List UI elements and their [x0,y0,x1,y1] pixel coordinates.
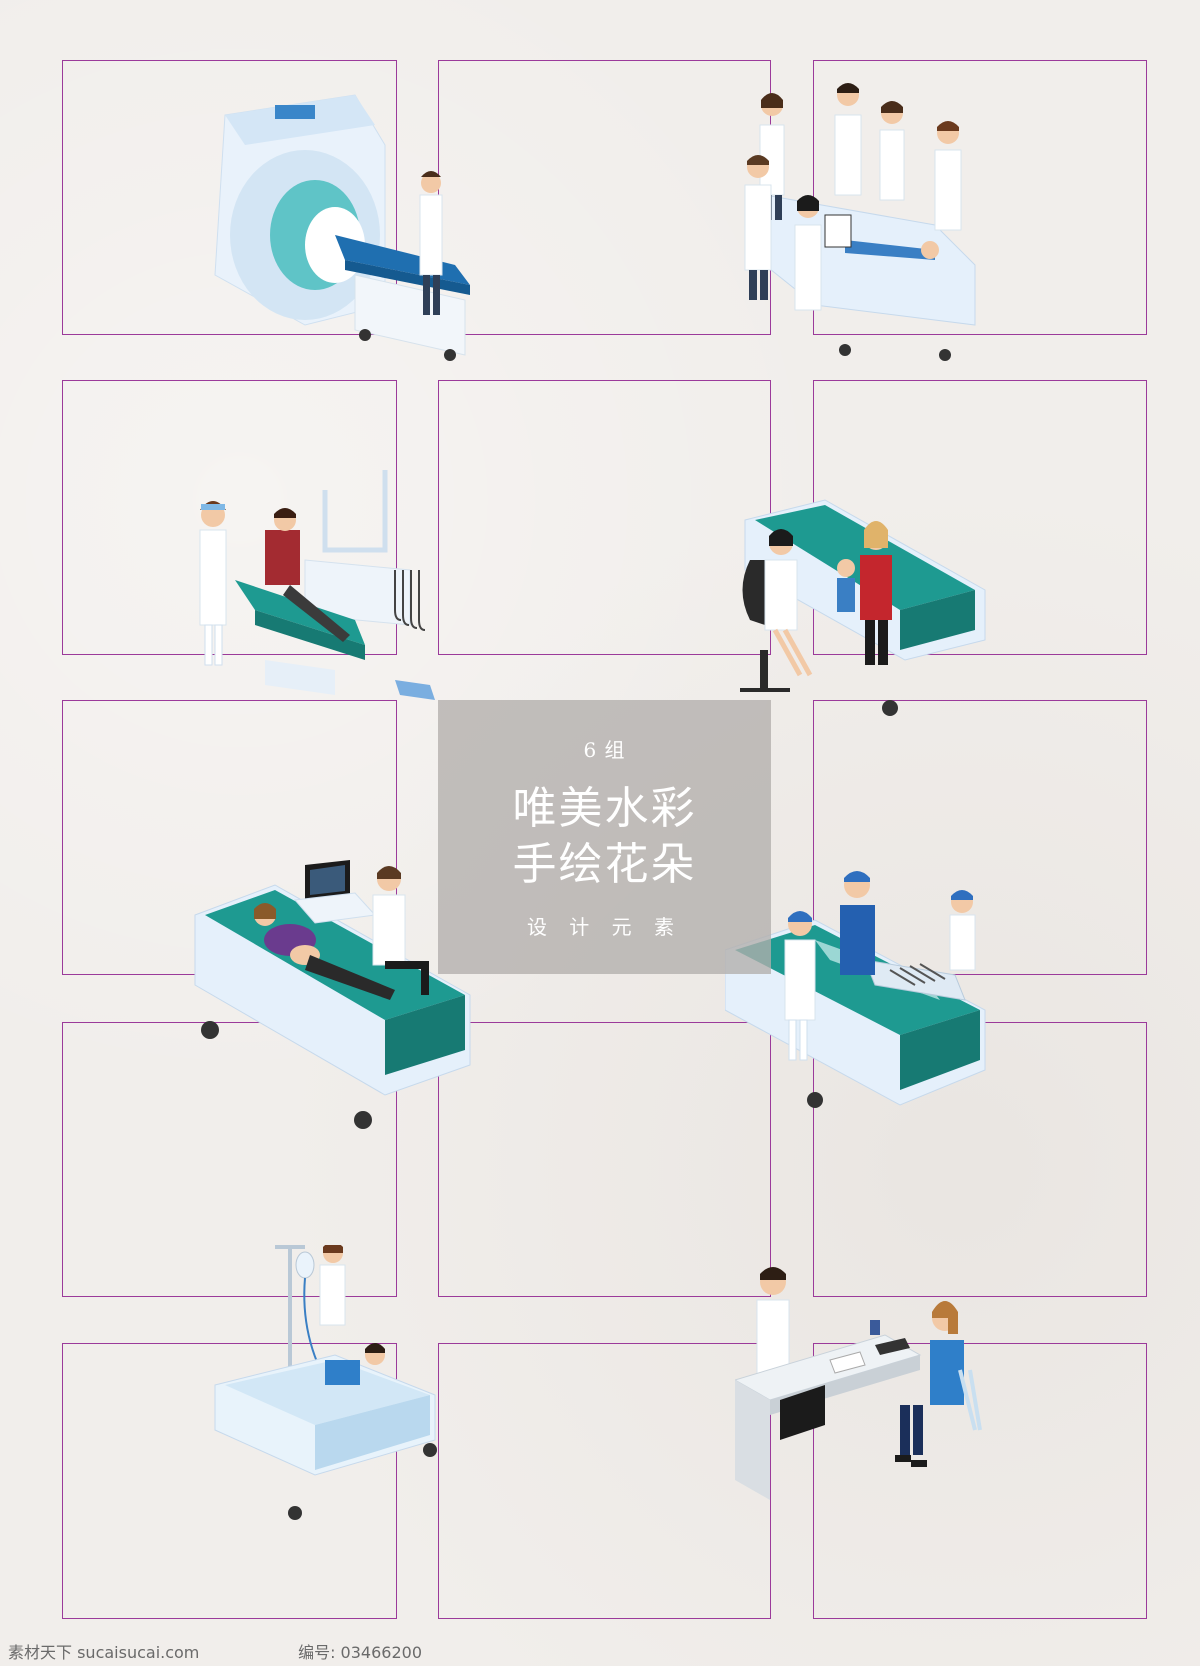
doctor-figure [879,101,905,201]
guide-box [813,1343,1147,1619]
guide-box [813,700,1147,975]
doctor-figure [934,121,962,231]
guide-box [438,60,771,335]
surgery-icon [725,871,986,1108]
guide-box [438,1343,771,1619]
watermark-footer: 素材天下 sucaisucai.com 编号: 03466200 [0,1636,1200,1666]
doctor-figure [834,83,862,196]
stethoscope-icon [740,499,986,716]
doctor-figure [794,195,852,311]
doctor-figure [744,155,772,300]
guide-box [62,380,397,655]
watermark-site: 素材天下 sucaisucai.com [8,1643,200,1662]
guide-box [438,1022,771,1297]
mri-scanner-icon [214,94,470,361]
doctor-figure [759,93,785,220]
iv-drip-icon [214,1245,437,1520]
title-card: 6 组 唯美水彩 手绘花朵 设 计 元 素 [438,700,771,974]
chair [740,650,790,692]
group-count: 6 组 [583,738,626,762]
card-subtitle: 设 计 元 素 [526,915,683,939]
title-line-1: 唯美水彩 [512,783,697,834]
ultrasound-icon [194,860,471,1129]
guide-box [62,1343,397,1619]
watermark-id: 编号: 03466200 [298,1643,422,1662]
guide-box [62,1022,397,1297]
doctor-desk-icon [735,1267,982,1500]
guide-box [62,60,397,335]
dental-chair-icon [199,470,435,700]
doctors-group-icon [744,83,976,361]
title-line-2: 手绘花朵 [512,839,697,890]
guide-box [438,380,771,655]
